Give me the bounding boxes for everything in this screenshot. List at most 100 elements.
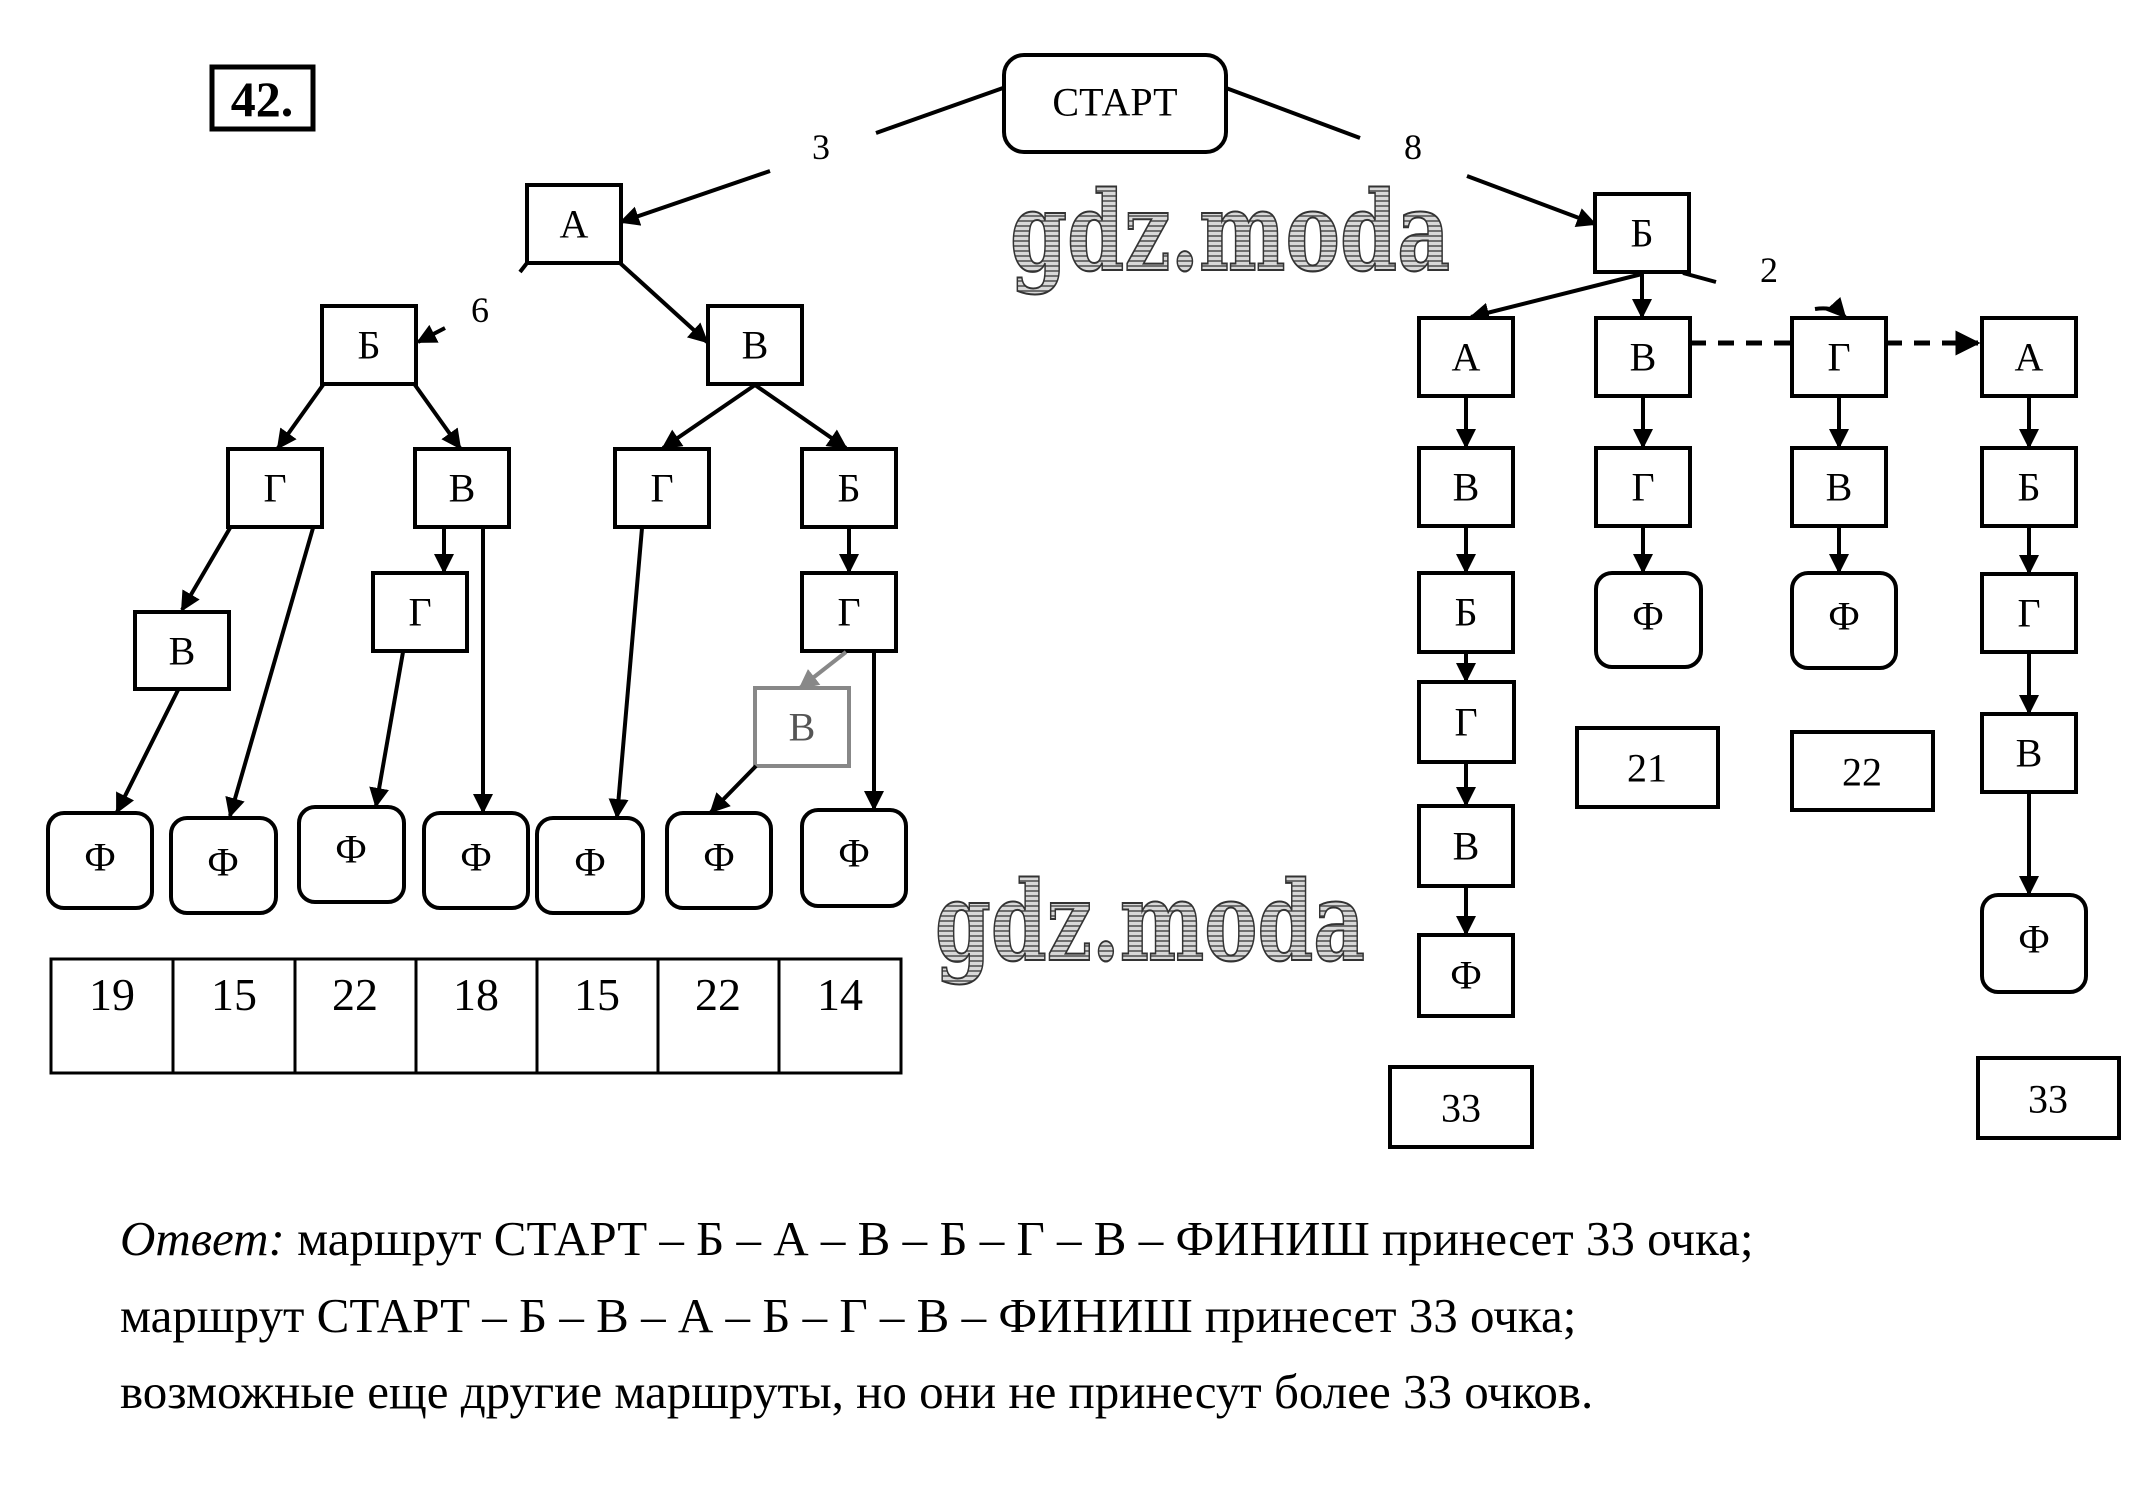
svg-text:А: А	[560, 202, 589, 247]
svg-text:В: В	[742, 323, 769, 368]
edge	[709, 764, 758, 814]
score-cell: 14	[817, 969, 863, 1020]
right-col3: Г В Ф 22	[1790, 316, 1935, 812]
svg-text:Ф: Ф	[703, 835, 735, 880]
svg-text:42.: 42.	[231, 71, 294, 127]
edge-weight-6: 6	[471, 290, 489, 330]
svg-text:Ф: Ф	[1828, 594, 1860, 639]
edge	[115, 689, 180, 814]
svg-text:Ф: Ф	[574, 840, 606, 885]
svg-text:Ф: Ф	[2018, 917, 2050, 962]
svg-text:А: А	[2015, 335, 2044, 380]
svg-text:Б: Б	[358, 323, 381, 368]
start-node: СТАРТ	[1002, 53, 1228, 154]
edge-a-b-arrow	[416, 324, 446, 344]
score-cell: 18	[453, 969, 499, 1020]
node-b-root-right: Б	[1593, 192, 1691, 274]
node-v-level4: В	[753, 686, 851, 768]
edge-start-a-arrow	[619, 169, 771, 226]
svg-text:Г: Г	[1454, 700, 1477, 745]
score-cell: 15	[211, 969, 257, 1020]
edge	[661, 383, 757, 450]
svg-text:Г: Г	[1827, 335, 1850, 380]
svg-text:Г: Г	[263, 466, 286, 511]
node-b2: Б	[800, 447, 898, 529]
svg-text:Ф: Ф	[84, 835, 116, 880]
score-table: 19 15 22 18 15 22 14	[49, 957, 903, 1075]
watermark: gdz.moda	[935, 857, 1365, 986]
edge	[798, 650, 848, 690]
node-v-mid: В	[706, 304, 804, 386]
finish-node: Ф	[665, 811, 773, 910]
node-g2: Г	[613, 447, 711, 529]
svg-text:Ф: Ф	[207, 840, 239, 885]
svg-text:Ф: Ф	[1450, 953, 1482, 998]
edge-a-v	[618, 261, 709, 344]
edge-a-b-stub	[518, 261, 529, 274]
answer-label: Ответ:	[120, 1211, 285, 1266]
node-g-level3b: Г	[800, 571, 898, 653]
finish-node: Ф	[800, 808, 908, 908]
edge	[225, 527, 315, 818]
node-v-level3: В	[133, 610, 231, 691]
route-score: 22	[1842, 750, 1882, 795]
edge-weight-3: 3	[812, 127, 830, 167]
svg-text:Ф: Ф	[838, 831, 870, 876]
svg-text:Б: Б	[838, 466, 861, 511]
svg-text:В: В	[1453, 824, 1480, 869]
edge-b-g-stub	[1682, 271, 1717, 284]
score-cell: 22	[332, 969, 378, 1020]
route-score: 21	[1627, 746, 1667, 791]
node-a: А	[525, 183, 623, 265]
edge	[753, 383, 848, 450]
svg-text:А: А	[1452, 335, 1481, 380]
node-v1: В	[413, 447, 511, 529]
edge	[1469, 272, 1643, 323]
svg-text:В: В	[1453, 465, 1480, 510]
finish-node: Ф	[297, 805, 406, 904]
svg-text:Б: Б	[2018, 465, 2041, 510]
edge-weight-8: 8	[1404, 127, 1422, 167]
svg-text:СТАРТ: СТАРТ	[1052, 80, 1177, 125]
finish-node: Ф	[169, 816, 278, 915]
svg-text:Ф: Ф	[335, 827, 367, 872]
svg-text:В: В	[2016, 731, 2043, 776]
finish-node: Ф	[535, 816, 645, 915]
edge	[276, 383, 325, 450]
answer-text-2: маршрут СТАРТ – Б – В – А – Б – Г – В – …	[120, 1288, 1577, 1343]
svg-text:Ф: Ф	[1632, 594, 1664, 639]
node-g-level3: Г	[371, 571, 469, 653]
svg-text:Б: Б	[1631, 211, 1654, 256]
edge	[608, 527, 644, 819]
right-col1: А В Б Г В Ф 33	[1388, 316, 1534, 1149]
score-cell: 22	[695, 969, 741, 1020]
svg-text:Г: Г	[408, 590, 431, 635]
route-score: 33	[1441, 1086, 1481, 1131]
svg-text:В: В	[1630, 335, 1657, 380]
finish-node: Ф	[46, 811, 154, 910]
svg-text:В: В	[1826, 465, 1853, 510]
route-score: 33	[2028, 1077, 2068, 1122]
answer-line-3: возможные еще другие маршруты, но они не…	[120, 1367, 2120, 1416]
svg-text:Г: Г	[2017, 591, 2040, 636]
svg-text:Б: Б	[1455, 590, 1478, 635]
svg-text:В: В	[169, 629, 196, 674]
svg-text:В: В	[449, 466, 476, 511]
answer-line-2: маршрут СТАРТ – Б – В – А – Б – Г – В – …	[120, 1291, 2120, 1340]
node-g1: Г	[226, 447, 324, 529]
answer-line-1: Ответ: маршрут СТАРТ – Б – А – В – Б – Г…	[120, 1214, 2120, 1263]
right-col4: А Б Г В Ф 33	[1976, 316, 2121, 1140]
svg-text:Ф: Ф	[460, 835, 492, 880]
watermark: gdz.moda	[1010, 167, 1450, 296]
svg-text:Г: Г	[837, 590, 860, 635]
edge-start-a	[875, 86, 1004, 135]
right-col2: В Г Ф 21	[1575, 316, 1720, 809]
edge	[413, 383, 462, 450]
edge	[180, 526, 232, 612]
answer-text-1: маршрут СТАРТ – Б – А – В – Б – Г – В – …	[284, 1211, 1754, 1266]
edge-start-b-arrow	[1466, 174, 1597, 228]
svg-text:Г: Г	[1631, 465, 1654, 510]
svg-text:Г: Г	[650, 466, 673, 511]
edge-b-g-arrow	[1814, 296, 1847, 319]
